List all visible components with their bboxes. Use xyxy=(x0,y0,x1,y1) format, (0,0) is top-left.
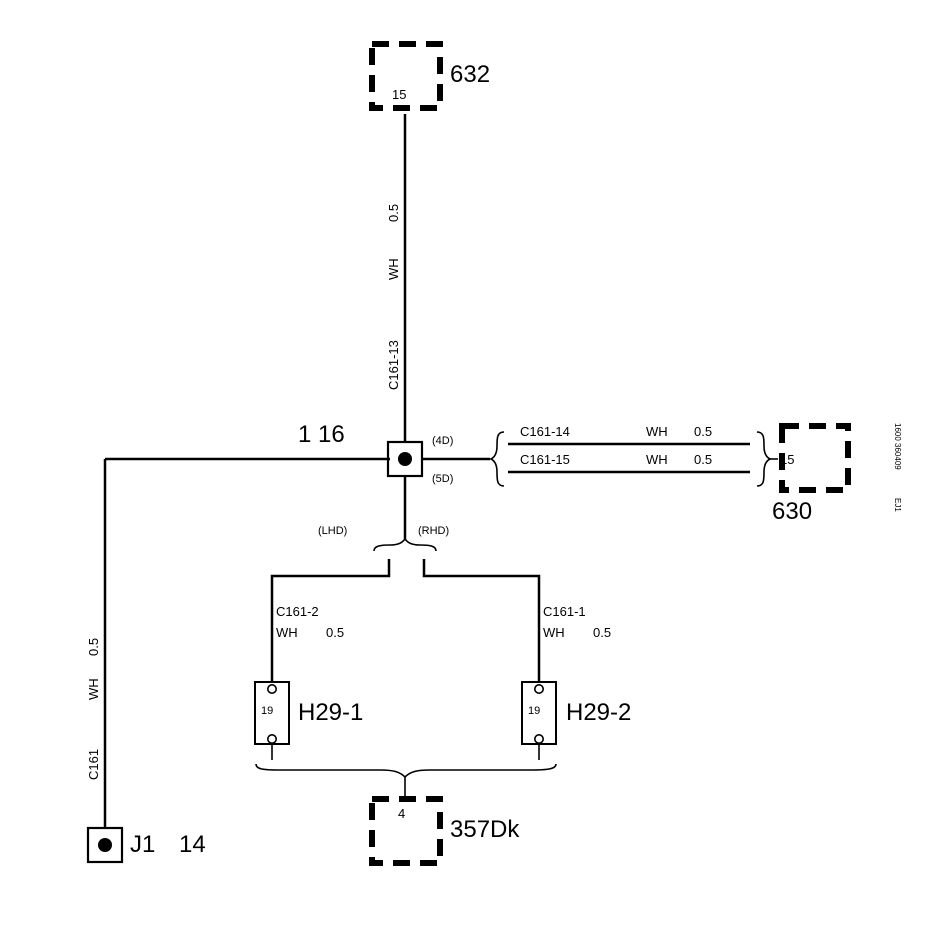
connector-357dk: 4 357Dk xyxy=(369,796,520,866)
ground-label: J1 xyxy=(130,831,155,858)
wire-c161-1-label: C161-1 xyxy=(543,604,586,619)
wire-c161-14-color: WH xyxy=(646,424,668,439)
brace-lhd-rhd xyxy=(373,537,437,552)
wire-c161-15-label: C161-15 xyxy=(520,452,570,467)
connector-632: 15 632 xyxy=(369,41,490,111)
brace-lamps-ground xyxy=(255,763,557,779)
wire-c161-13-color: WH xyxy=(386,258,401,280)
lamp-h29-1-terminal-bottom xyxy=(266,733,277,744)
wire-c161-2-label: C161-2 xyxy=(276,604,319,619)
wire-c161-15-size: 0.5 xyxy=(694,452,712,467)
connector-632-label: 632 xyxy=(450,61,490,88)
wire-c161-1-color: WH xyxy=(543,625,565,640)
lamp-h29-2-terminal-top xyxy=(533,683,544,694)
splice-dot xyxy=(398,452,412,466)
splice-note-5d: (5D) xyxy=(432,473,453,485)
wire-c161-13-label: C161-13 xyxy=(386,340,401,390)
wire-c161-13-size: 0.5 xyxy=(386,204,401,222)
lamp-h29-2-terminal-bottom xyxy=(533,733,544,744)
wire-c161-15-color: WH xyxy=(646,452,668,467)
splice-label: 1 16 xyxy=(298,421,345,448)
wire-c161-1-size: 0.5 xyxy=(593,625,611,640)
connector-632-pin: 15 xyxy=(392,87,406,102)
connector-630-pin: 15 xyxy=(780,452,794,467)
connector-357dk-outline xyxy=(369,796,443,866)
reference-code: 1600 360409 xyxy=(893,423,902,470)
connector-357dk-label: 357Dk xyxy=(450,816,520,843)
lamp-h29-1-label: H29-1 xyxy=(298,699,363,726)
wire-c161-2-size: 0.5 xyxy=(326,625,344,640)
connector-632-outline xyxy=(369,41,443,111)
connector-630-label: 630 xyxy=(772,498,812,525)
reference-tag: EJ1 xyxy=(893,498,902,512)
connector-630-outline xyxy=(779,423,851,493)
wire-c161-color: WH xyxy=(86,678,101,700)
ground-pin: 14 xyxy=(179,831,206,858)
wire-c161-2 xyxy=(270,559,391,684)
variant-lhd: (LHD) xyxy=(318,525,347,537)
wire-c161-14-label: C161-14 xyxy=(520,424,570,439)
wire-c161-14-size: 0.5 xyxy=(694,424,712,439)
lamp-h29-2-pin: 19 xyxy=(528,705,540,717)
connector-357dk-pin: 4 xyxy=(398,806,405,821)
lamp-h29-1: 19 H29-1 xyxy=(254,681,363,745)
brace-right-group-left xyxy=(489,431,505,487)
wire-c161-size: 0.5 xyxy=(86,638,101,656)
wire-c161-1 xyxy=(422,559,541,684)
wire-c161-2-color: WH xyxy=(276,625,298,640)
lamp-h29-1-terminal-top xyxy=(266,683,277,694)
ground-dot xyxy=(98,838,112,852)
lamp-h29-2: 19 H29-2 xyxy=(521,681,631,745)
lamp-h29-1-pin: 19 xyxy=(261,705,273,717)
splice-1-16: 1 16 (4D) (5D) xyxy=(298,421,453,485)
brace-right-group-right xyxy=(756,431,772,487)
lamp-h29-2-label: H29-2 xyxy=(566,699,631,726)
variant-rhd: (RHD) xyxy=(418,525,449,537)
splice-note-4d: (4D) xyxy=(432,435,453,447)
connector-630: 15 630 xyxy=(772,423,851,525)
wire-c161-label: C161 xyxy=(86,749,101,780)
ground-j1: J1 14 xyxy=(86,826,206,864)
